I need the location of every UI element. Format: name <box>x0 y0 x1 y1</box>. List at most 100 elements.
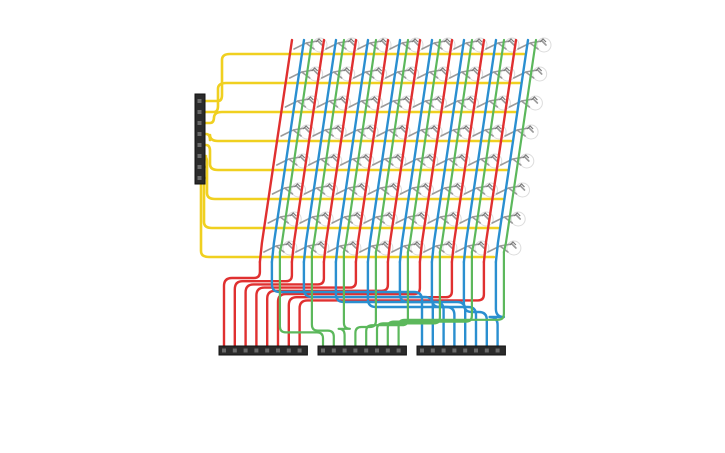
header-pin <box>463 348 468 353</box>
led-arrow-icon <box>306 96 314 101</box>
led-arrow-icon <box>445 241 453 246</box>
led-arrow-icon <box>494 125 502 130</box>
led-arrow-icon <box>413 241 421 246</box>
led-arrow-icon <box>422 183 429 188</box>
row-wire-5 <box>204 143 509 172</box>
header-pin <box>222 348 226 353</box>
led-arrow-icon <box>289 212 297 217</box>
led-arrow-icon <box>321 212 329 217</box>
anode-route-wire <box>222 260 262 348</box>
header-pin <box>197 165 202 169</box>
anode-column-wire <box>386 38 422 264</box>
header-pin <box>420 348 424 353</box>
header-pin <box>276 348 280 353</box>
led-arrow-icon <box>522 154 530 159</box>
header-pin <box>452 348 457 353</box>
row-wire-3 <box>204 110 517 125</box>
header-pin <box>484 348 489 353</box>
header-pin <box>254 348 259 353</box>
led-arrow-icon <box>434 96 442 101</box>
led-arrow-icon <box>454 183 461 188</box>
header-pin <box>197 132 202 136</box>
cathode-route-wire <box>278 250 325 348</box>
cathode-column-wire <box>438 38 474 254</box>
cathode-column-wire <box>374 38 410 254</box>
cathode-route-wire <box>337 250 351 348</box>
anode-route-wire <box>244 260 326 348</box>
led-arrow-icon <box>471 67 479 72</box>
led-arrow-icon <box>466 96 474 101</box>
header-pin <box>197 143 202 147</box>
cathode-column-wire <box>494 38 530 264</box>
header-pin <box>495 348 500 353</box>
led-arrow-icon <box>358 183 365 188</box>
anode-column-wire <box>450 38 486 264</box>
led-arrow-icon <box>490 154 498 159</box>
row-wire-2 <box>204 81 521 114</box>
cathode-route-wire <box>462 260 488 348</box>
cathode-column-wire <box>366 38 402 264</box>
led-arrow-icon <box>518 183 525 188</box>
led-arrow-icon <box>443 38 451 43</box>
header-pin <box>375 348 379 353</box>
cathode-route-wire <box>354 250 377 348</box>
led-arrow-icon <box>526 125 534 130</box>
header-pin <box>321 348 325 353</box>
header-middle <box>317 345 407 356</box>
header-left <box>218 345 308 356</box>
led-arrow-icon <box>317 241 325 246</box>
header-pin <box>197 110 202 114</box>
header-pin <box>396 348 401 353</box>
cathode-route-wire <box>488 260 506 348</box>
led-arrow-icon <box>294 183 301 188</box>
led-arrow-icon <box>411 38 419 43</box>
cathode-route-wire <box>334 260 445 348</box>
cathode-column-wire <box>462 38 498 264</box>
led-arrow-icon <box>530 96 538 101</box>
led-arrow-icon <box>398 125 406 130</box>
cathode-column-wire <box>342 38 378 254</box>
led-arrow-icon <box>347 38 355 43</box>
header-pin <box>232 348 237 353</box>
led-arrow-icon <box>315 38 323 43</box>
anode-route-wire <box>298 260 486 348</box>
led-arrow-icon <box>343 67 351 72</box>
led-arrow-icon <box>326 183 333 188</box>
led-arrow-icon <box>334 125 342 130</box>
led-arrow-icon <box>390 183 397 188</box>
row-wire-4 <box>204 132 513 143</box>
cathode-column-wire <box>430 38 466 264</box>
cathode-wires-green <box>278 38 538 348</box>
cathode-route-wire <box>310 250 335 348</box>
led-arrow-icon <box>330 154 338 159</box>
led-arrow-icon <box>375 67 383 72</box>
led-arrow-icon <box>362 154 370 159</box>
led-arrow-icon <box>370 96 378 101</box>
led-arrow-icon <box>311 67 319 72</box>
led-arrow-icon <box>298 154 306 159</box>
anode-column-wire <box>322 38 358 264</box>
cathode-column-wire <box>334 38 370 264</box>
header-pin <box>265 348 270 353</box>
led-arrow-icon <box>407 67 415 72</box>
led-arrow-icon <box>481 212 489 217</box>
cathode-column-wire <box>310 38 346 254</box>
led-arrow-icon <box>349 241 357 246</box>
header-pin <box>342 348 347 353</box>
header-pin <box>430 348 435 353</box>
cathode-column-wire <box>502 38 538 254</box>
led-arrow-icon <box>539 38 547 43</box>
led-arrow-icon <box>353 212 361 217</box>
cathode-route-wire <box>397 250 505 348</box>
cathode-column-wire <box>398 38 434 264</box>
cathode-route-wire <box>386 250 473 348</box>
led-arrow-icon <box>302 125 310 130</box>
led-arrow-icon <box>430 125 438 130</box>
anode-route-wire <box>233 260 294 348</box>
led-arrow-icon <box>385 212 393 217</box>
led-arrow-icon <box>498 96 506 101</box>
anode-column-wire <box>258 38 294 264</box>
header-pin <box>197 176 202 180</box>
cathode-route-wire <box>366 260 456 348</box>
